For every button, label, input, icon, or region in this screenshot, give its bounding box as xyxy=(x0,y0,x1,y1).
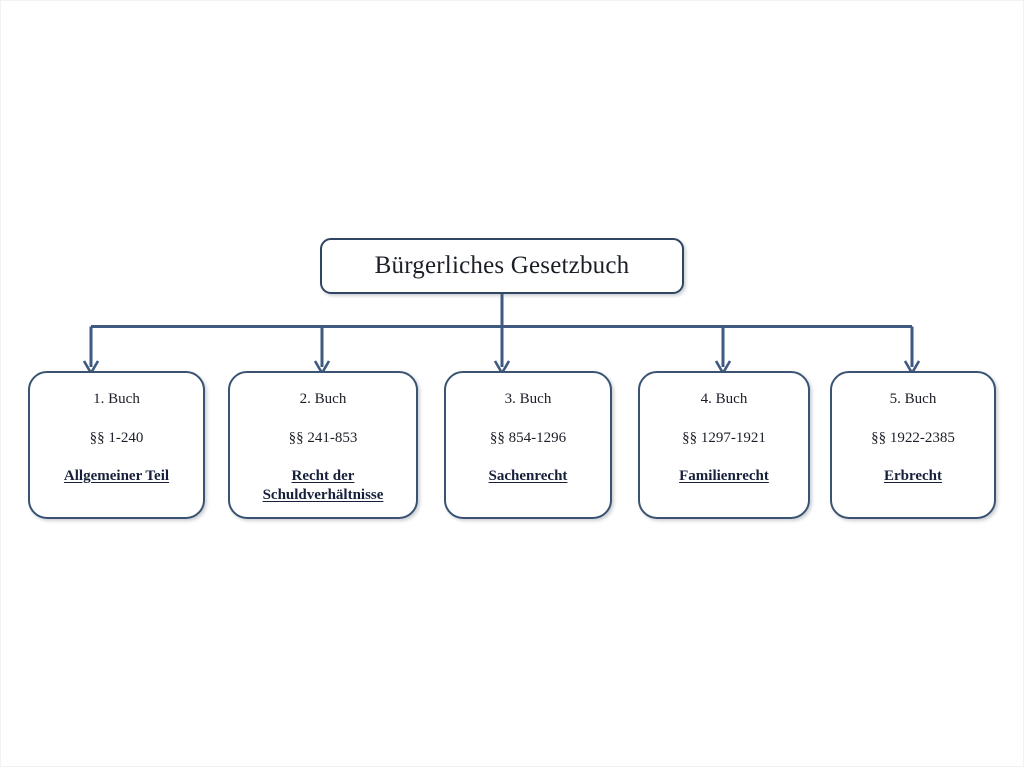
book-title-2: Recht der Schuldverhältnisse xyxy=(263,467,384,505)
book-number-4: 4. Buch xyxy=(700,391,748,407)
book-title-1: Allgemeiner Teil xyxy=(64,467,169,486)
book-title-4: Familienrecht xyxy=(679,467,769,486)
book-node-4[interactable]: 4. Buch §§ 1297-1921 Familienrecht xyxy=(638,371,810,519)
book-title-3: Sachenrecht xyxy=(489,467,568,486)
book-title-5: Erbrecht xyxy=(884,467,942,486)
book-title-line-1: Allgemeiner Teil xyxy=(63,468,170,484)
book-sections-4: §§ 1297-1921 xyxy=(682,430,766,446)
root-node-label: Bürgerliches Gesetzbuch xyxy=(374,252,630,279)
book-sections-5: §§ 1922-2385 xyxy=(871,430,955,446)
book-title-line-1: Recht der xyxy=(291,468,355,484)
book-sections-2: §§ 241-853 xyxy=(288,430,358,446)
book-node-3[interactable]: 3. Buch §§ 854-1296 Sachenrecht xyxy=(444,371,612,519)
book-sections-3: §§ 854-1296 xyxy=(489,430,567,446)
root-node[interactable]: Bürgerliches Gesetzbuch xyxy=(320,238,684,294)
book-title-line-1: Familienrecht xyxy=(679,468,769,484)
book-node-1[interactable]: 1. Buch §§ 1-240 Allgemeiner Teil xyxy=(28,371,205,519)
book-title-line-2: Schuldverhältnisse xyxy=(262,487,384,503)
book-title-line-1: Erbrecht xyxy=(883,468,943,484)
book-number-2: 2. Buch xyxy=(299,391,347,407)
book-node-2[interactable]: 2. Buch §§ 241-853 Recht der Schuldverhä… xyxy=(228,371,418,519)
book-number-5: 5. Buch xyxy=(889,391,937,407)
book-node-5[interactable]: 5. Buch §§ 1922-2385 Erbrecht xyxy=(830,371,996,519)
book-number-3: 3. Buch xyxy=(504,391,552,407)
book-title-line-1: Sachenrecht xyxy=(488,468,568,484)
book-number-1: 1. Buch xyxy=(93,391,140,407)
book-sections-1: §§ 1-240 xyxy=(89,430,144,446)
